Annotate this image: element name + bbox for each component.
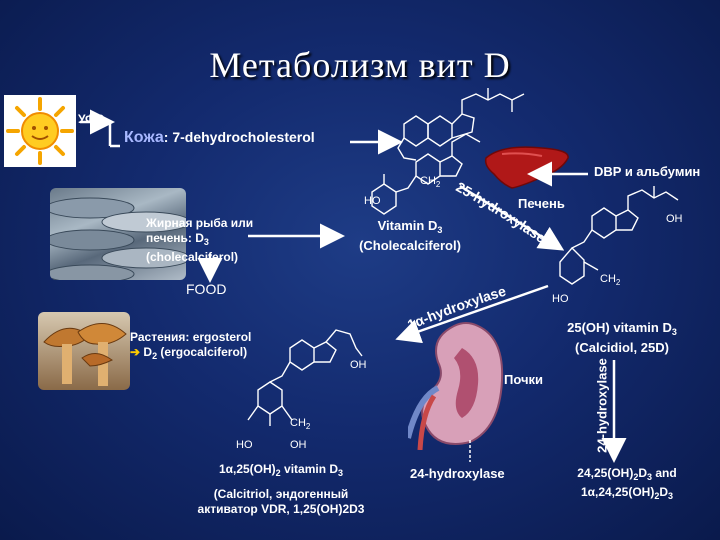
fish-line2: печень: D [146, 231, 204, 245]
calcidiol-ho: HO [552, 293, 569, 305]
calcidiol-line1: 25(OH) vitamin D [567, 320, 672, 335]
calcitriol-line3: активатор VDR, 1,25(OH)2D3 [197, 502, 365, 516]
fish-label: Жирная рыба или печень: D3 (cholecalcife… [146, 216, 253, 265]
calcitriol-oh2: OH [290, 439, 307, 451]
final-sub1: 2 [633, 472, 639, 482]
fish-line1: Жирная рыба или [146, 216, 254, 230]
plants-line1: Растения: ergosterol [130, 330, 252, 344]
final-line1c: and [652, 466, 677, 480]
final-line1a: 24,25(OH) [577, 466, 634, 480]
calcitriol-label: 1α,25(OH)2 vitamin D3 (Calcitriol, эндог… [176, 462, 386, 517]
hydroxylase24-label: 24-hydroxylase [410, 466, 505, 481]
final-sub3: 2 [654, 491, 660, 501]
vitd3-ch2: CH2 [420, 175, 441, 189]
calcitriol-line2: (Calcitriol, эндогенный [213, 487, 349, 501]
liver-label: Печень [518, 196, 565, 211]
food-label: FOOD [186, 281, 227, 297]
plants-line2: D [140, 345, 153, 359]
vitd3-ho: HO [364, 195, 381, 207]
calcitriol-oh1: OH [350, 359, 367, 371]
plants-label: Растения: ergosterol ➔ D2 (ergocalcifero… [130, 330, 251, 364]
skin-prefix: Кожа [124, 129, 164, 146]
calcitriol-sub2: 3 [338, 468, 344, 478]
liver-icon [482, 144, 572, 192]
final-label: 24,25(OH)2D3 and 1α,24,25(OH)2D3 [556, 466, 698, 504]
vitd3-line1-sub: 3 [437, 225, 443, 235]
final-line2b: D [659, 485, 669, 499]
calcitriol-line1b: vitamin D [280, 462, 339, 476]
vitd3-line1: Vitamin D [377, 218, 438, 233]
calcitriol-ch2: CH2 [290, 417, 311, 431]
skin-label: Кожа: 7-dehydrocholesterol [124, 129, 315, 146]
fish-line2-sub: 3 [203, 237, 209, 247]
calcidiol-line2: (Calcidiol, 25D) [575, 340, 669, 355]
calcidiol-line1-sub: 3 [671, 327, 677, 337]
kidney-label: Почки [504, 372, 544, 387]
calcitriol-line1a: 1α,25(OH) [218, 462, 276, 476]
calcitriol-ho: HO [236, 439, 253, 451]
page-title: Метаболизм вит D [209, 45, 511, 85]
mushroom-image [38, 312, 130, 390]
plants-line2-post: (ergocalciferol) [157, 345, 248, 359]
final-line2a: 1α,24,25(OH) [580, 485, 655, 499]
calcidiol-oh: OH [666, 213, 683, 225]
dbp-label: DBP и альбумин [594, 164, 701, 179]
calcitriol-sub1: 2 [275, 468, 281, 478]
vitd3-label: Vitamin D3 (Cholecalciferol) [350, 218, 470, 253]
sun-icon [4, 95, 76, 167]
calcidiol-label: 25(OH) vitamin D3 (Calcidiol, 25D) [552, 320, 692, 355]
fish-line3: (cholecalciferol) [146, 250, 239, 264]
kidney-icon [405, 318, 508, 451]
uv-label: УФО [78, 112, 105, 126]
plants-arrow-icon: ➔ [130, 345, 141, 359]
fish-image [50, 188, 186, 280]
plants-line2-sub: 2 [152, 351, 158, 361]
calcidiol-ch2: CH2 [600, 273, 621, 287]
vitd3-line2: (Cholecalciferol) [359, 238, 461, 253]
final-line1b: D [638, 466, 648, 480]
final-sub2: 3 [647, 472, 653, 482]
final-sub4: 3 [668, 491, 674, 501]
skin-suffix: : 7-dehydrocholesterol [163, 129, 315, 145]
hydroxylase24-vertical-label: 24-hydroxylase [594, 358, 610, 453]
